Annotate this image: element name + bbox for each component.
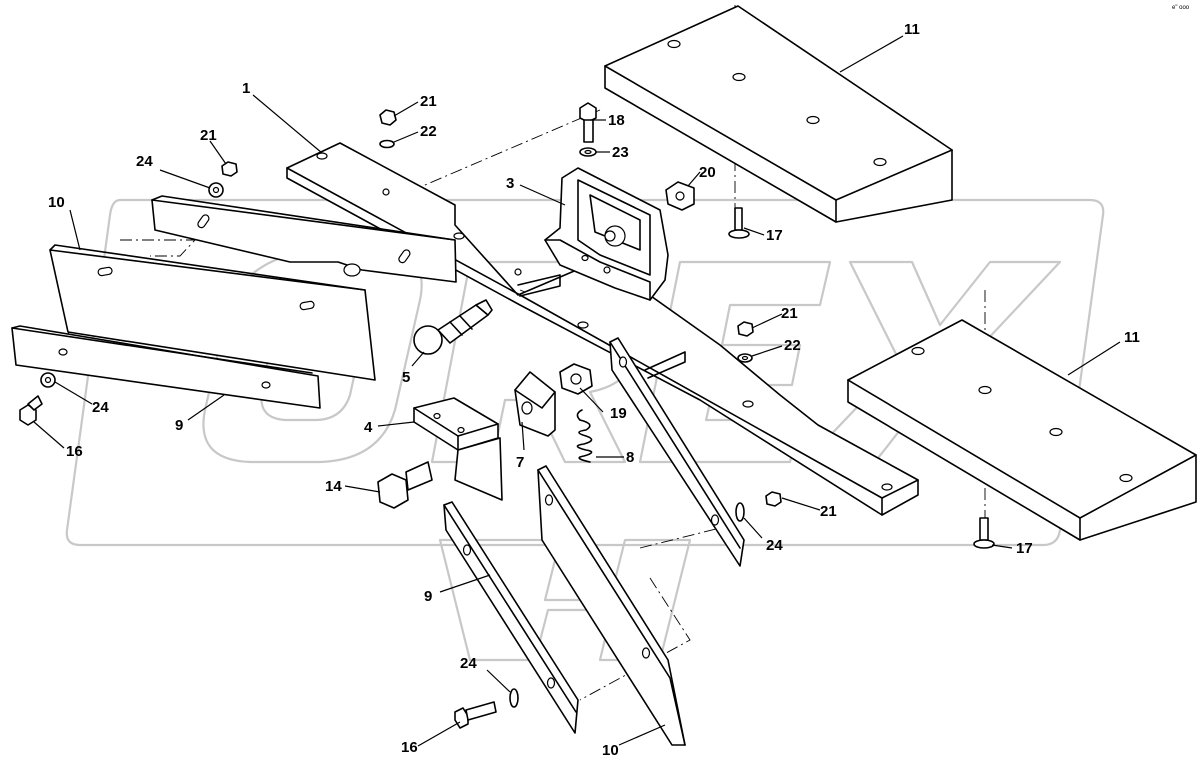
callout-11-top: 11	[904, 21, 920, 38]
washer-part-23	[579, 147, 597, 157]
nut-part-21-top	[379, 109, 397, 126]
bolt-part-16-left	[19, 395, 43, 426]
nut-part-21-mid	[737, 321, 754, 337]
pad-part-11-upper	[604, 5, 953, 223]
callout-7: 7	[516, 454, 524, 471]
washer-part-22-mid	[737, 353, 753, 363]
bolt-part-17-lower	[973, 517, 995, 549]
washer-part-22-top	[379, 139, 395, 149]
nut-part-20	[665, 181, 695, 211]
plate-part-10-bottom	[537, 465, 686, 746]
callout-24-right: 24	[766, 537, 783, 554]
washer-part-24-left-bottom	[40, 372, 56, 388]
nut-part-21-right	[765, 491, 782, 507]
callout-19: 19	[610, 405, 627, 422]
callout-14: 14	[325, 478, 342, 495]
washer-part-24-left-top	[208, 182, 224, 198]
callout-17-top: 17	[766, 227, 783, 244]
bolt-part-14	[377, 461, 433, 509]
callout-17-bottom: 17	[1016, 540, 1033, 557]
callout-4: 4	[364, 419, 373, 436]
angle-bracket-part-4	[413, 397, 503, 501]
callout-24-left-bottom: 24	[92, 399, 109, 416]
callout-23: 23	[612, 144, 629, 161]
callout-21-top: 21	[420, 93, 437, 110]
callout-22-top: 22	[420, 123, 437, 140]
spring-part-8	[576, 409, 593, 463]
callout-18: 18	[608, 112, 625, 129]
ball-pin-part-5	[413, 299, 493, 355]
plate-part-9-left	[11, 325, 321, 409]
callout-22-mid: 22	[784, 337, 801, 354]
plate-part-10-upper	[49, 244, 376, 381]
callout-3: 3	[506, 175, 514, 192]
callout-1: 1	[242, 80, 250, 97]
pad-part-11-lower	[847, 319, 1197, 541]
callout-16-left: 16	[66, 443, 83, 460]
washer-part-24-right	[735, 502, 745, 522]
corner-mark: e" ooo	[1172, 5, 1190, 11]
callout-21-mid: 21	[781, 305, 798, 322]
callout-numbers: 1 3 4 5 7 8 9 9 10 10 11 11 14 16 16 17 …	[48, 21, 1140, 759]
bracket-part-7	[514, 371, 556, 437]
leader-lines	[33, 35, 1121, 747]
callout-24-left-top: 24	[136, 153, 153, 170]
plate-part-9-diagonal	[609, 337, 745, 567]
callout-10-left: 10	[48, 194, 65, 211]
bolt-part-18	[579, 102, 597, 143]
callout-21-right: 21	[820, 503, 837, 520]
callout-11-right: 11	[1124, 329, 1140, 346]
callout-20: 20	[699, 164, 716, 181]
callout-10-bottom: 10	[602, 742, 619, 759]
nut-part-21-left	[221, 161, 238, 177]
callout-5: 5	[402, 369, 410, 386]
callout-9-left: 9	[175, 417, 183, 434]
callout-16-bottom: 16	[401, 739, 418, 756]
callout-9-bottom: 9	[424, 588, 432, 605]
washer-part-24-bottom	[509, 688, 519, 708]
nut-part-19	[559, 363, 593, 395]
bolt-part-17-upper	[728, 207, 750, 239]
callout-8: 8	[626, 449, 634, 466]
bolt-part-16-bottom	[454, 701, 497, 729]
callout-21-left: 21	[200, 127, 217, 144]
callout-24-bottom: 24	[460, 655, 477, 672]
plate-part-9-bottom	[443, 501, 579, 734]
bracket-part-3	[544, 167, 669, 301]
plate-part-9-upper	[151, 195, 457, 283]
